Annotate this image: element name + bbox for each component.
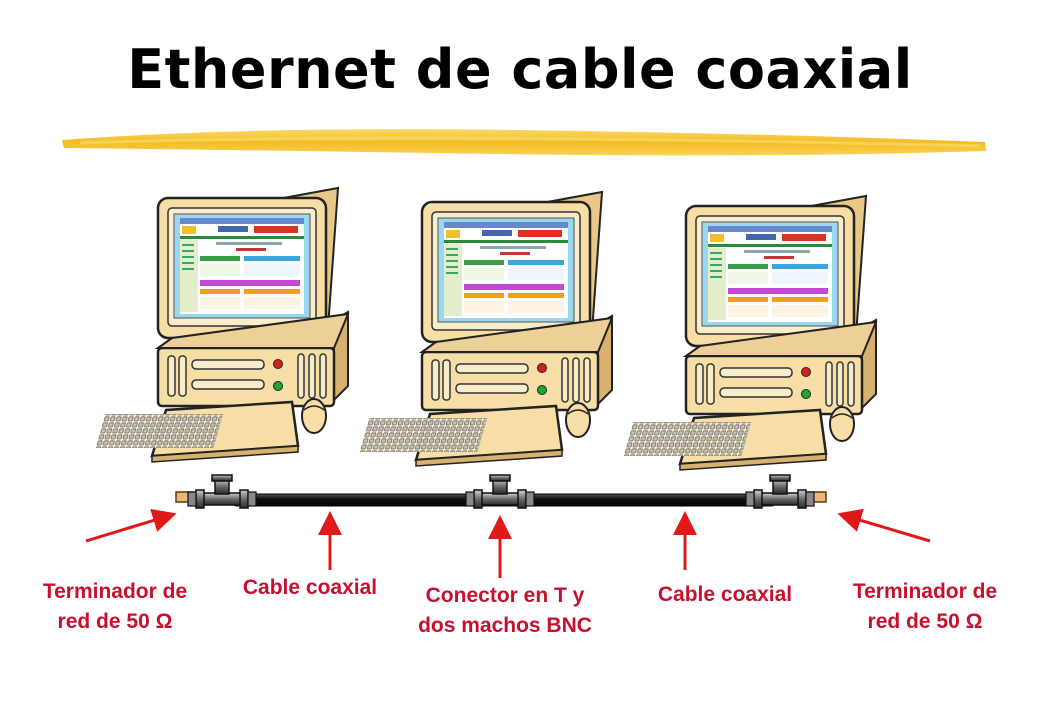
computer-2 [358, 190, 614, 468]
t-connector-right [745, 474, 815, 509]
t-connector-left [187, 474, 257, 509]
arrow-terminator-right [837, 508, 931, 543]
arrow-terminator-left [85, 508, 177, 543]
label-terminator-left: Terminador de red de 50 Ω [42, 580, 188, 633]
label-cable-right: Cable coaxial [657, 583, 793, 606]
t-connector-middle [465, 474, 535, 509]
title-underline [62, 129, 986, 156]
label-terminator-right: Terminador de red de 50 Ω [852, 580, 998, 633]
computer-3 [622, 194, 878, 472]
computer-1 [94, 186, 350, 464]
page-title: Ethernet de cable coaxial [127, 38, 913, 101]
label-t-connector: Conector en T y dos machos BNC [418, 584, 592, 637]
arrows [85, 508, 931, 578]
label-cable-left: Cable coaxial [242, 576, 378, 599]
